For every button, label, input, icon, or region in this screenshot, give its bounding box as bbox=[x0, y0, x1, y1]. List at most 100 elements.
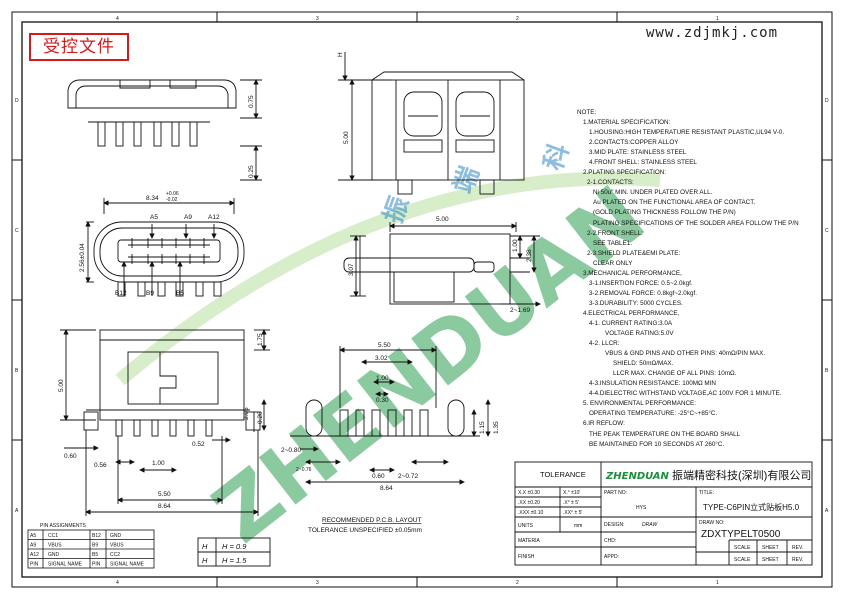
footprint-caption: RECOMMENDED P.C.B. LAYOUT bbox=[322, 517, 421, 524]
sheet-label: SHEET bbox=[762, 545, 779, 551]
tol-row-3-b: .XX° ± 5' bbox=[563, 510, 582, 516]
zone-left-a: A bbox=[15, 508, 19, 514]
pcb-side-view bbox=[343, 222, 541, 307]
note-line: 4.ELECTRICAL PERFORMANCE, bbox=[583, 309, 680, 317]
note-line: PLATING SPECIFICATIONS OF THE SOLDER ARE… bbox=[593, 219, 799, 227]
dim-5-00-bottom: 5.00 bbox=[58, 379, 65, 392]
brand-logo: ZHENDUAN bbox=[605, 471, 670, 482]
note-line: VBUS & GND PINS AND OTHER PINS: 40mΩ/PIN… bbox=[605, 350, 766, 358]
dim-2-1-69-pcb: 2~1.69 bbox=[510, 307, 530, 314]
dim-8-64-fp: 8.64 bbox=[380, 485, 393, 492]
note-line: 3-1.INSERTION FORCE: 0.5~2.0kgf. bbox=[589, 279, 693, 287]
zone-bottom-1: 4 bbox=[116, 580, 119, 586]
title-label: TITLE: bbox=[699, 490, 714, 496]
drawing-no-value: ZDXTYPELT0500 bbox=[701, 529, 781, 540]
height-h-1: H bbox=[202, 542, 208, 551]
sheet-label-2: SHEET bbox=[762, 557, 779, 563]
dim-0-60-bottom: 0.60 bbox=[64, 453, 77, 460]
zone-right-a: A bbox=[825, 508, 829, 514]
finish-label: FINISH bbox=[518, 554, 535, 560]
dim-2-05-bottom: 2.05 bbox=[243, 407, 250, 420]
pin-table-cell: A5 bbox=[30, 533, 36, 539]
pin-table-cell: GND bbox=[48, 552, 60, 558]
tol-row-1-b: X.° ±10' bbox=[563, 490, 580, 496]
scale-label: SCALE bbox=[734, 545, 751, 551]
dim-1-00-bottom: 1.00 bbox=[152, 460, 165, 467]
note-line: CLEAR ONLY bbox=[593, 259, 633, 267]
zone-right-b: B bbox=[825, 368, 829, 374]
zone-top-4: 1 bbox=[716, 16, 719, 22]
drawing-frame bbox=[11, 11, 833, 588]
dim-0-20-bottom: 0.20 bbox=[257, 411, 264, 424]
note-line: 4.FRONT SHELL: STAINLESS STEEL bbox=[589, 159, 697, 167]
bottom-view bbox=[60, 329, 270, 516]
website-url[interactable]: www.zdjmkj.com bbox=[646, 25, 779, 41]
pin-label-b5: B5 bbox=[176, 290, 184, 297]
pin-assignment-title: PIN ASSIGNMENTS bbox=[40, 523, 87, 529]
controlled-document-stamp: 受控文件 bbox=[29, 33, 129, 61]
tol-row-2-b: .X° ± 5' bbox=[563, 500, 579, 506]
rev-label-2: REV. bbox=[792, 557, 803, 563]
technical-notes: NOTE:1.MATERIAL SPECIFICATION:1.HOUSING:… bbox=[577, 108, 822, 450]
height-value-1: H = 0.9 bbox=[222, 542, 247, 551]
watermark-char-3: 科 bbox=[538, 140, 575, 175]
dim-2-38-pcb: 2.38 bbox=[526, 249, 533, 262]
zone-bottom-2: 3 bbox=[316, 580, 319, 586]
bottom-view-pins bbox=[115, 419, 213, 437]
note-line: 4-2. LLCR: bbox=[589, 340, 620, 348]
note-line: 2-1.CONTACTS: bbox=[587, 179, 634, 187]
dim-0-75: 0.75 bbox=[248, 95, 255, 108]
dim-5-50-bottom: 5.50 bbox=[158, 491, 171, 498]
footprint-tolerance: TOLERANCE UNSPECIFIED ±0.05mm bbox=[308, 527, 422, 534]
note-line: SEE TABLE1. bbox=[593, 239, 632, 247]
zone-bottom-3: 2 bbox=[516, 580, 519, 586]
note-line: 3-3.DURABILITY: 5000 CYCLES. bbox=[589, 299, 683, 307]
dim-0-52-bottom: 0.52 bbox=[192, 441, 205, 448]
note-line: 2-3.SHIELD PLATE&EMI PLATE: bbox=[587, 249, 681, 257]
pin-table-cell: CC1 bbox=[48, 533, 58, 539]
pin-label-b9: B9 bbox=[146, 290, 154, 297]
tol-row-2-a: .XX ±0.20 bbox=[518, 500, 540, 506]
part-no-value: HYS bbox=[636, 505, 647, 511]
dim-width-tol-upper: +0.06 bbox=[166, 191, 179, 197]
zone-left-d: D bbox=[15, 98, 19, 104]
scale-label-2: SCALE bbox=[734, 557, 751, 563]
design-value: DRAW bbox=[642, 522, 658, 528]
dim-3-02-fp: 3.02 bbox=[375, 355, 388, 362]
dim-3-07-pcb: 3.07 bbox=[348, 263, 355, 276]
note-line: VOLTAGE RATING:5.0V bbox=[605, 330, 674, 338]
pin-label-b12: B12 bbox=[115, 290, 127, 297]
pin-table-cell: B12 bbox=[92, 533, 101, 539]
zone-top-1: 4 bbox=[116, 16, 119, 22]
pcb-footprint bbox=[290, 346, 491, 485]
zone-bottom-4: 1 bbox=[716, 580, 719, 586]
pin-table-cell: VBUS bbox=[110, 543, 124, 549]
note-line: 3-2.REMOVAL FORCE: 0.8kgf~2.0kgf. bbox=[589, 289, 697, 297]
dim-1-00-pcb: 1.00 bbox=[512, 239, 519, 252]
dim-1-35-fp: 1.35 bbox=[493, 421, 500, 434]
title-value: TYPE-C6PIN立式贴板H5.0 bbox=[703, 502, 800, 512]
pin-table-cell: A12 bbox=[30, 552, 39, 558]
note-line: 1.MATERIAL SPECIFICATION: bbox=[583, 119, 671, 127]
units-label: UNITS bbox=[518, 523, 534, 529]
note-line: 3.MID PLATE: STAINLESS STEEL bbox=[589, 149, 687, 157]
dim-width: 8.34 bbox=[146, 195, 159, 202]
drawing-no-label: DRAW NO: bbox=[699, 520, 724, 526]
dim-1-15-fp: 1.15 bbox=[479, 421, 486, 434]
note-line: SHIELD: 50mΩ/MAX. bbox=[613, 360, 674, 368]
material-label: MATERIA bbox=[518, 538, 541, 544]
dim-1-00-fp: 1.00 bbox=[376, 375, 389, 382]
note-line: BE MAINTAINED FOR 10 SECONDS AT 260°C. bbox=[589, 440, 725, 448]
zone-labels: 4 3 2 1 4 3 2 1 D C B A D C B A bbox=[15, 16, 829, 586]
zone-top-2: 3 bbox=[316, 16, 319, 22]
note-line: (GOLD PLATING THICKNESS FOLLOW THE P/N) bbox=[593, 209, 736, 217]
pin-table-cell: A9 bbox=[30, 543, 36, 549]
dim-0-60-fp: 0.60 bbox=[372, 473, 385, 480]
height-value-2: H = 1.5 bbox=[222, 556, 247, 565]
zone-right-d: D bbox=[825, 98, 829, 104]
height-h-2: H bbox=[202, 556, 208, 565]
pin-table-cell: SIGNAL NAME bbox=[48, 562, 83, 568]
note-line: 1.HOUSING:HIGH TEMPERATURE RESISTANT PLA… bbox=[589, 129, 785, 137]
pin-table-cell: VBUS bbox=[48, 543, 62, 549]
